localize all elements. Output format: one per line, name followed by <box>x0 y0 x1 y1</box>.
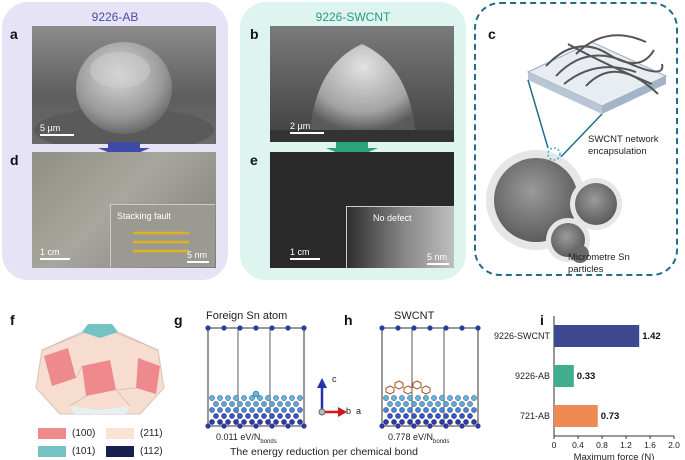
inset-no-defect: No defect 5 nm <box>346 206 454 268</box>
crystal-facet-model <box>35 324 165 415</box>
scale-bar-e-inset-label: 5 nm <box>427 252 448 262</box>
x-tick-label: 0.8 <box>596 440 608 450</box>
stacking-fault-lines <box>133 231 189 253</box>
panel-a-sem-image: 5 µm <box>32 26 216 144</box>
panel-d-optical-image: 1 cm Stacking fault 5 nm <box>32 152 216 268</box>
scale-bar-a: 5 µm <box>40 123 74 136</box>
panel-g-letter: g <box>174 312 183 328</box>
legend-swatch-101 <box>38 446 66 457</box>
x-tick-label: 0.4 <box>572 440 584 450</box>
scale-bar-e-label: 1 cm <box>290 247 310 257</box>
panel-h-energy-value: 0.778 eV/N <box>388 432 434 442</box>
panel-g-energy-sub: bonds <box>260 438 277 445</box>
panel-a-letter: a <box>10 26 18 42</box>
panel-c-dashed-frame <box>474 2 678 276</box>
bar-value-label: 1.42 <box>642 331 661 342</box>
scale-bar-b: 2 µm <box>290 121 324 134</box>
max-force-bar-chart: 9226-SWCNT 1.42 9226-AB 0.33 721-AB 0.73 0 0.4 0… <box>494 316 680 460</box>
panel-h-energy-sub: bonds <box>433 438 450 445</box>
panel-h-letter: h <box>344 312 353 328</box>
inset-d-label: Stacking fault <box>117 211 172 221</box>
scale-bar-a-label: 5 µm <box>40 123 61 133</box>
scale-bar-e: 1 cm <box>290 247 320 260</box>
panel-b-sem-image: 2 µm <box>270 26 454 142</box>
swcnt-encapsulation-schematic <box>486 34 668 263</box>
bar-721-ab <box>554 405 598 427</box>
inset-e-label: No defect <box>373 213 412 223</box>
panel-c-letter: c <box>488 26 496 42</box>
scale-bar-d-inset: 5 nm <box>187 250 209 263</box>
panel-h-title: SWCNT <box>394 310 435 322</box>
scale-bar-d-label: 1 cm <box>40 247 60 257</box>
crystal-axes-icon <box>317 378 347 417</box>
panel-b-letter: b <box>250 26 259 42</box>
legend-swatch-211 <box>106 428 134 439</box>
bar-9226-swcnt <box>554 325 640 347</box>
panel-h-energy: 0.778 eV/Nbonds <box>388 432 449 445</box>
panel-d-letter: d <box>10 152 19 168</box>
label-swcnt-network: SWCNT network encapsulation <box>588 134 659 157</box>
bar-value-label: 0.73 <box>601 411 620 422</box>
legend-swatch-112 <box>106 446 134 457</box>
panel-e-letter: e <box>250 152 258 168</box>
bar-value-label: 0.33 <box>577 371 596 382</box>
bar-9226-ab <box>554 365 574 387</box>
group-ab-title: 9226-AB <box>91 10 139 24</box>
scale-bar-e-inset: 5 nm <box>427 252 449 265</box>
panel-i-letter: i <box>540 312 544 328</box>
sem-particle-a <box>34 42 214 144</box>
axis-label-a: a <box>356 406 362 416</box>
legend-label-100: (100) <box>72 428 96 439</box>
axis-label-b: b <box>346 406 352 416</box>
legend-label-112: (112) <box>140 446 163 457</box>
legend-label-101: (101) <box>72 446 96 457</box>
panel-e-optical-image: 1 cm No defect 5 nm <box>270 152 454 268</box>
x-tick-label: 1.2 <box>620 440 632 450</box>
category-label: 9226-SWCNT <box>494 331 551 341</box>
caption-energy-reduction: The energy reduction per chemical bond <box>230 446 418 458</box>
x-axis-title: Maximum force (N) <box>574 452 655 460</box>
label-micrometre-sn: Micrometre Sn particles <box>568 252 630 275</box>
panel-g-title: Foreign Sn atom <box>206 310 288 322</box>
panel-g-energy-value: 0.011 eV/N <box>216 432 261 442</box>
lattice-foreign-sn <box>205 325 307 429</box>
x-tick-label: 2.0 <box>668 440 680 450</box>
x-tick-label: 0 <box>552 440 557 450</box>
scale-bar-d: 1 cm <box>40 247 70 260</box>
inset-stacking-fault: Stacking fault 5 nm <box>110 204 215 267</box>
x-tick-label: 1.6 <box>644 440 656 450</box>
lattice-swcnt <box>379 325 481 429</box>
category-label: 9226-AB <box>515 371 550 381</box>
group-swcnt-title: 9226-SWCNT <box>315 10 391 24</box>
scale-bar-b-label: 2 µm <box>290 121 311 131</box>
panel-f-letter: f <box>10 312 15 328</box>
scale-bar-d-inset-label: 5 nm <box>187 250 208 260</box>
legend-label-211: (211) <box>140 428 163 439</box>
axis-label-c: c <box>332 374 337 384</box>
legend-swatch-100 <box>38 428 66 439</box>
panel-g-energy: 0.011 eV/Nbonds <box>216 432 277 445</box>
category-label: 721-AB <box>520 411 550 421</box>
